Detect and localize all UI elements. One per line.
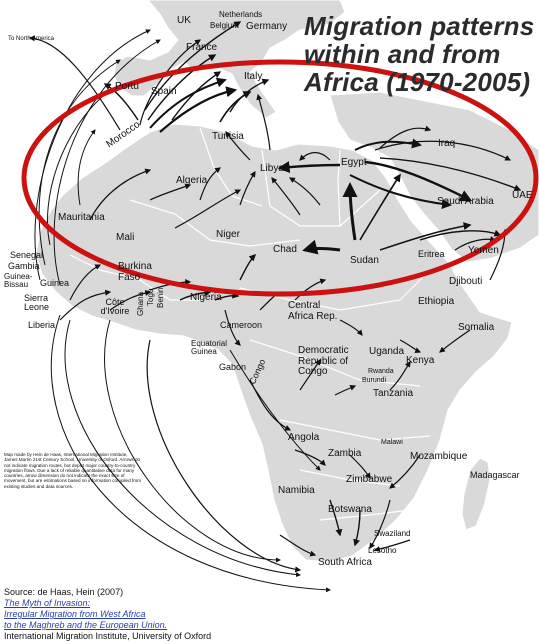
label-swaziland: Swaziland — [374, 529, 411, 538]
label-to-north-america: To North America — [8, 36, 55, 42]
label-guinea: Guinea — [40, 278, 70, 288]
label-algeria: Algeria — [176, 175, 208, 186]
label-senegal: Senegal — [10, 250, 44, 260]
label-belgium: Belgium — [210, 21, 239, 30]
label-italy: Italy — [244, 71, 263, 82]
label-netherlands: Netherlands — [219, 10, 263, 19]
madagascar-landmass — [461, 457, 491, 531]
source-line-1: Source: de Haas, Hein (2007) — [4, 587, 124, 597]
source-citation: Source: de Haas, Hein (2007) The Myth of… — [4, 587, 211, 642]
label-gambia: Gambia — [8, 261, 40, 271]
label-ghana: Ghana — [136, 291, 145, 316]
label-cameroon: Cameroon — [220, 320, 263, 330]
label-sudan: Sudan — [350, 255, 379, 266]
title-line-1: Migration patterns — [304, 11, 535, 41]
label-mali: Mali — [116, 232, 135, 243]
label-nigeria: Nigeria — [190, 292, 222, 303]
label-libya: Libya — [260, 163, 284, 174]
label-iraq: Iraq — [438, 138, 456, 149]
label-spain: Spain — [151, 86, 177, 97]
label-djibouti: Djibouti — [449, 276, 483, 287]
label-madagascar: Madagascar — [470, 470, 520, 480]
label-malawi: Malawi — [381, 439, 403, 446]
label-somalia: Somalia — [458, 322, 495, 333]
label-ethiopia: Ethiopia — [418, 296, 455, 307]
highlight-ellipse — [21, 59, 539, 297]
source-link-title-3[interactable]: to the Maghreb and the European Union. — [4, 620, 168, 630]
label-rwanda: Rwanda — [368, 368, 394, 375]
africa-landmass — [35, 123, 513, 563]
title-line-3: Africa (1970-2005) — [304, 67, 531, 97]
label-france: France — [186, 42, 218, 53]
label-uk: UK — [177, 15, 191, 26]
label-uganda: Uganda — [369, 346, 405, 357]
label-guinea-bissau: Guinea-Bissau — [4, 272, 33, 290]
map-notes: Map made by Hein de Haas, International … — [4, 452, 142, 489]
label-tunisia: Tunisia — [212, 131, 244, 142]
label-lesotho: Lesotho — [368, 546, 397, 555]
migration-arrows — [28, 21, 522, 593]
label-saudi-arabia: Saudi Arabia — [437, 196, 494, 207]
label-liberia: Liberia — [28, 320, 56, 330]
label-germany: Germany — [246, 21, 288, 32]
label-angola: Angola — [288, 432, 320, 443]
label-kenya: Kenya — [406, 355, 435, 366]
label-niger: Niger — [216, 229, 240, 240]
label-chad: Chad — [273, 244, 297, 255]
label-burundi: Burundi — [362, 377, 387, 384]
map-title: Migration patterns within and from Afric… — [304, 12, 536, 96]
label-zambia: Zambia — [328, 448, 362, 459]
label-zimbabwe: Zimbabwe — [346, 474, 393, 485]
title-line-2: within and from — [304, 39, 501, 69]
label-uae: UAE — [512, 190, 533, 201]
label-benin: Benin — [156, 287, 165, 308]
source-link-title-1[interactable]: The Myth of Invasion: — [4, 598, 91, 608]
label-mozambique: Mozambique — [410, 451, 468, 462]
source-link-title-2[interactable]: Irregular Migration from West Africa — [4, 609, 146, 619]
label-egypt: Egypt — [341, 157, 367, 168]
label-mauritania: Mauritania — [58, 212, 105, 223]
label-togo: Togo — [146, 288, 155, 306]
label-eritrea: Eritrea — [418, 249, 445, 259]
label-tanzania: Tanzania — [373, 388, 414, 399]
label-namibia: Namibia — [278, 485, 315, 496]
label-south-africa: South Africa — [318, 557, 372, 568]
label-botswana: Botswana — [328, 504, 372, 515]
country-borders — [69, 127, 431, 521]
label-portugal: Portu — [115, 81, 139, 92]
source-line-5: International Migration Institute, Unive… — [4, 631, 212, 641]
label-yemen: Yemen — [468, 245, 499, 256]
label-gabon: Gabon — [219, 362, 247, 372]
